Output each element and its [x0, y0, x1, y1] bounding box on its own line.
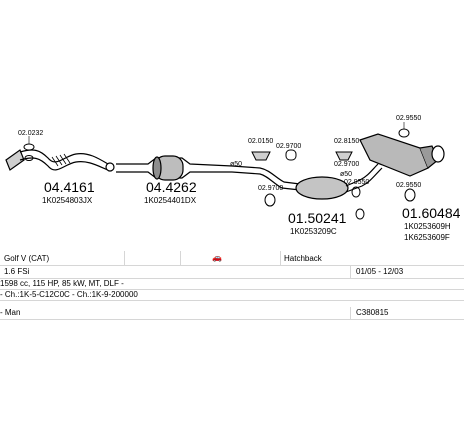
divider	[350, 265, 351, 278]
front-pipe-drawing	[5, 149, 115, 172]
catalytic-converter-drawing	[116, 155, 233, 181]
hanger-right-code: 02.9550	[396, 182, 421, 189]
part-number-front-pipe: 04.4161	[44, 179, 95, 195]
divider	[180, 251, 181, 265]
diameter-a: ø50	[230, 161, 242, 168]
gasket-left-drawing	[23, 136, 35, 161]
gasket-left-code: 02.0232	[18, 130, 43, 137]
info-row-market: - Man C380815	[0, 307, 464, 320]
engine: 1.6 FSi	[4, 267, 30, 276]
rear-silencer-drawing	[359, 133, 445, 177]
divider	[350, 307, 351, 319]
clamp-mid-code: 02.8150	[334, 138, 359, 145]
oem-catalyst: 1K0254401DX	[144, 196, 197, 205]
info-row-spec: 1598 cc, 115 HP, 85 kW, MT, DLF -	[0, 278, 464, 290]
vehicle-info-table: Golf V (CAT) 🚗 Hatchback 1.6 FSi 01/05 -…	[0, 245, 464, 441]
info-row-engine: 1.6 FSi 01/05 - 12/03	[0, 265, 464, 279]
catalog-number: C380815	[356, 308, 389, 317]
market: - Man	[0, 308, 21, 317]
production-dates: 01/05 - 12/03	[356, 267, 404, 276]
body-type: Hatchback	[284, 254, 322, 263]
diameter-b: ø50	[340, 171, 352, 178]
clamp-mid-b-code: 02.9700	[334, 161, 359, 168]
centre-silencer-drawing	[231, 163, 383, 200]
part-number-catalyst: 04.4262	[146, 179, 197, 195]
info-row-chassis: - Ch.:1K-5-C12C0C - Ch.:1K-9-200000	[0, 289, 464, 301]
clamp-top-code: 02.9700	[276, 143, 301, 150]
engine-spec: 1598 cc, 115 HP, 85 kW, MT, DLF -	[0, 279, 124, 288]
part-number-rear-silencer: 01.60484	[402, 205, 461, 221]
oem-rear-silencer-alt: 1K6253609F	[404, 233, 450, 242]
clamp-lower-code: 02.9700	[258, 185, 283, 192]
car-icon: 🚗	[212, 253, 222, 262]
exhaust-diagram: 02.0232 04.4161 1K0254803JX 04.4262 1K02…	[5, 115, 461, 242]
divider	[280, 251, 281, 265]
oem-centre-silencer: 1K0253209C	[290, 227, 337, 236]
info-row-model: Golf V (CAT) 🚗 Hatchback	[0, 251, 464, 266]
bolt-top-code: 02.0150	[248, 138, 273, 145]
chassis-range: - Ch.:1K-5-C12C0C - Ch.:1K-9-200000	[0, 290, 138, 299]
divider	[124, 251, 125, 265]
part-number-centre-silencer: 01.50241	[288, 210, 347, 226]
hanger-top-right-code: 02.9550	[396, 115, 421, 122]
hanger-mid-code: 02.9550	[344, 179, 369, 186]
oem-rear-silencer: 1K0253609H	[404, 222, 451, 231]
oem-front-pipe: 1K0254803JX	[42, 196, 93, 205]
small-parts-drawing	[251, 122, 416, 220]
model-name: Golf V (CAT)	[4, 254, 50, 263]
